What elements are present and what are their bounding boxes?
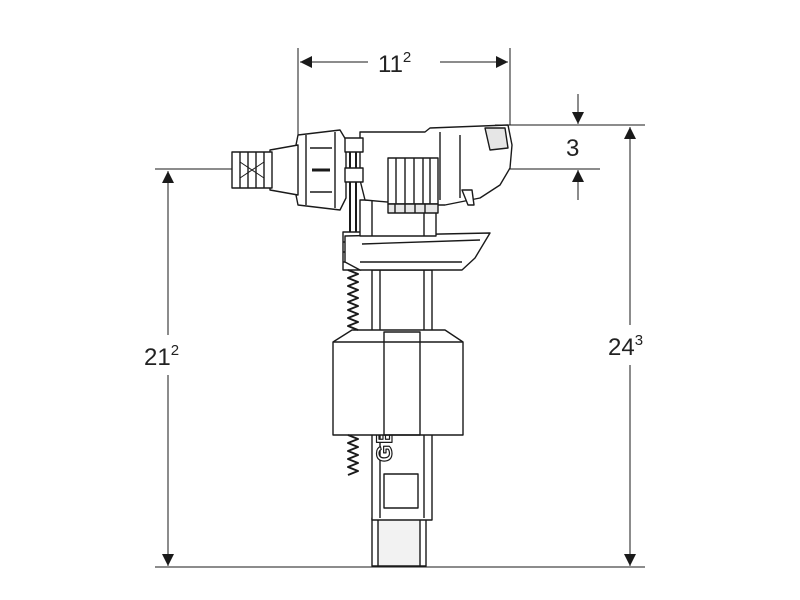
link-pieces [344, 137, 364, 183]
top-offset-dimension: 3 [495, 94, 645, 200]
offset-value: 3 [566, 135, 579, 162]
total-value-sup: 3 [635, 332, 643, 349]
float-arm [344, 232, 491, 271]
width-dimension-label: 112 [378, 49, 411, 78]
inlet-height-dimension: 212 [144, 168, 232, 566]
float-body [332, 329, 464, 436]
inlet-value-sup: 2 [171, 342, 179, 359]
width-value-sup: 2 [403, 49, 411, 66]
total-height-dimension: 243 [608, 127, 643, 566]
piston-block [387, 157, 439, 214]
width-dimension: 112 [297, 48, 511, 135]
total-value: 24 [608, 334, 635, 361]
inlet-dimension-label: 212 [144, 342, 179, 371]
tube-window [383, 473, 419, 509]
total-dimension-label: 243 [608, 332, 643, 361]
fill-valve: GEBERIT [231, 124, 513, 567]
offset-dimension-label: 3 [566, 135, 579, 162]
inlet-value: 21 [144, 344, 171, 371]
union-nut [294, 129, 347, 211]
inlet-connector [231, 144, 299, 196]
bottom-stem [371, 517, 427, 567]
width-value: 11 [378, 51, 403, 78]
